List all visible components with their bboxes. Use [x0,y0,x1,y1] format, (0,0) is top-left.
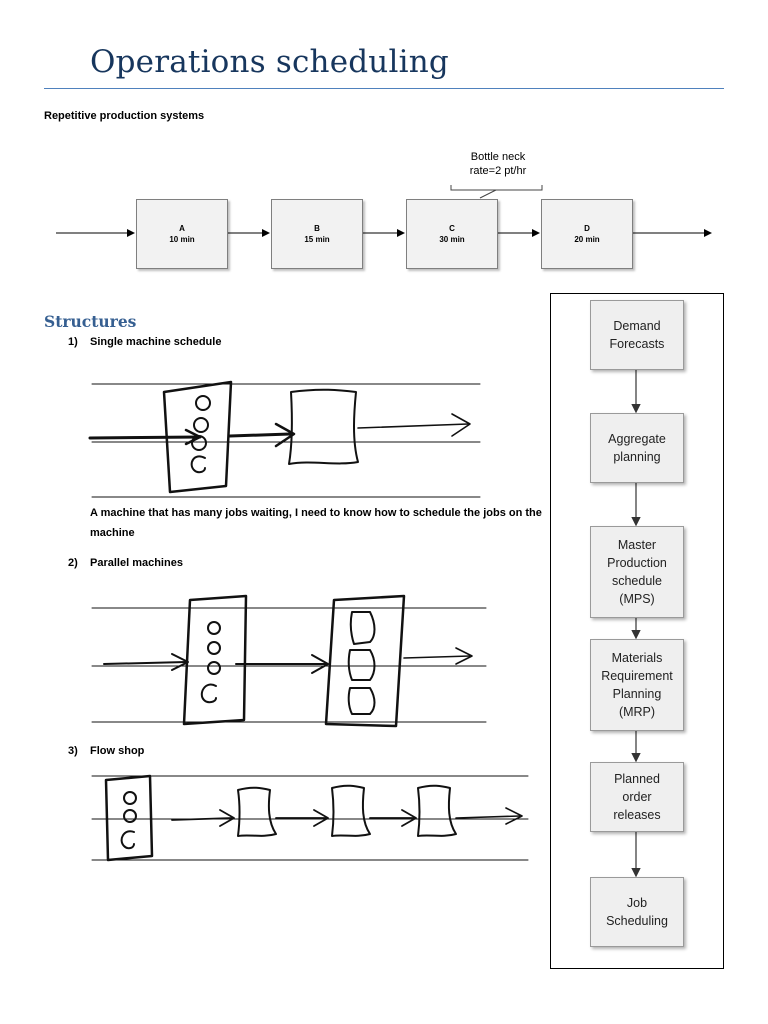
item-number: 1) [68,336,78,348]
flow-step-label: Demand Forecasts [609,319,665,351]
process-label: A [179,224,185,233]
flow-step-mps: Master Production schedule (MPS) [590,526,684,618]
sketch-parallel-machines [91,594,487,728]
item-number: 3) [68,745,78,757]
single-machine-note: A machine that has many jobs waiting, I … [90,507,542,539]
sketch-single-machine [88,380,481,498]
flow-step-label: Materials Requirement Planning (MRP) [601,651,673,719]
process-line-diagram [56,185,712,237]
flow-step-label: Job Scheduling [606,896,668,928]
process-box-c: C 30 min [406,199,498,269]
flow-step-label: Planned order releases [613,772,661,822]
bottleneck-line-2: rate=2 pt/hr [469,165,527,177]
flow-step-mrp: Materials Requirement Planning (MRP) [590,639,684,731]
process-time: 15 min [304,235,330,244]
process-box-a: A 10 min [136,199,228,269]
process-time: 20 min [574,235,600,244]
structure-item-parallel-machines: 2) Parallel machines [68,557,183,569]
process-time: 30 min [439,235,465,244]
structure-item-single-machine: 1) Single machine schedule [68,336,221,348]
bottleneck-pointer [479,189,497,199]
page-title: Operations scheduling [90,44,449,80]
item-number: 2) [68,557,78,569]
structures-heading: Structures [44,312,137,331]
title-underline [44,88,724,89]
process-label: B [314,224,320,233]
item-label: Single machine schedule [90,336,222,348]
section-subtitle: Repetitive production systems [44,110,205,122]
process-box-b: B 15 min [271,199,363,269]
bottleneck-bracket [450,185,543,191]
process-label: D [584,224,590,233]
sketch-flow-shop [91,774,529,862]
bottleneck-note: Bottle neck rate=2 pt/hr [430,150,566,178]
flow-step-job-scheduling: Job Scheduling [590,877,684,947]
process-label: C [449,224,455,233]
item-label: Parallel machines [90,557,183,569]
structure-item-flow-shop: 3) Flow shop [68,745,144,757]
flow-step-planned-order-releases: Planned order releases [590,762,684,832]
flow-step-aggregate-planning: Aggregate planning [590,413,684,483]
process-box-d: D 20 min [541,199,633,269]
flow-step-demand-forecasts: Demand Forecasts [590,300,684,370]
bottleneck-line-1: Bottle neck [470,151,526,163]
flow-step-label: Master Production schedule (MPS) [607,538,667,606]
planning-flowchart-frame [550,293,724,969]
item-label: Flow shop [90,745,145,757]
flow-step-label: Aggregate planning [608,432,666,464]
process-time: 10 min [169,235,195,244]
